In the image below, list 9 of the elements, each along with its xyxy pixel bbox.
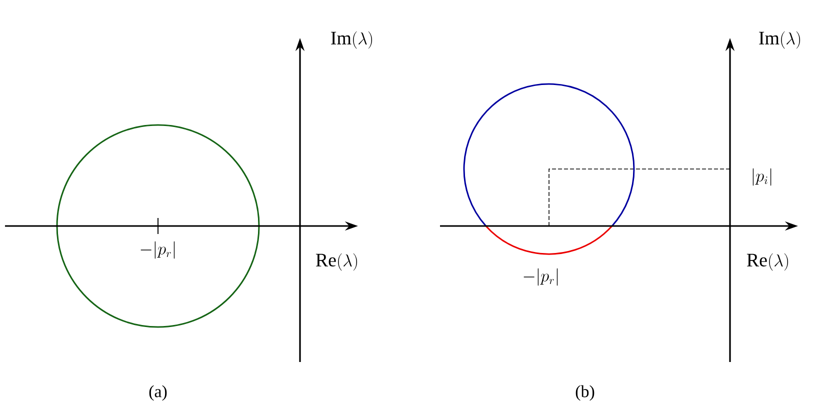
axis-label: $\mathrm{Re}(\lambda)$ [746, 253, 788, 271]
value-label: $|p_i|$ [752, 168, 772, 186]
panel-label: $\text{(b)}$ [576, 385, 594, 401]
axis-label: $\mathrm{Re}(\lambda)$ [316, 253, 358, 271]
value-label: $-|p_r|$ [140, 241, 175, 259]
panel-label: $\text{(a)}$ [149, 385, 167, 401]
axis-label: $\mathrm{Im}(\lambda)$ [759, 31, 800, 49]
value-label: $-|p_r|$ [524, 268, 558, 286]
axis-label: $\mathrm{Im}(\lambda)$ [331, 31, 372, 49]
